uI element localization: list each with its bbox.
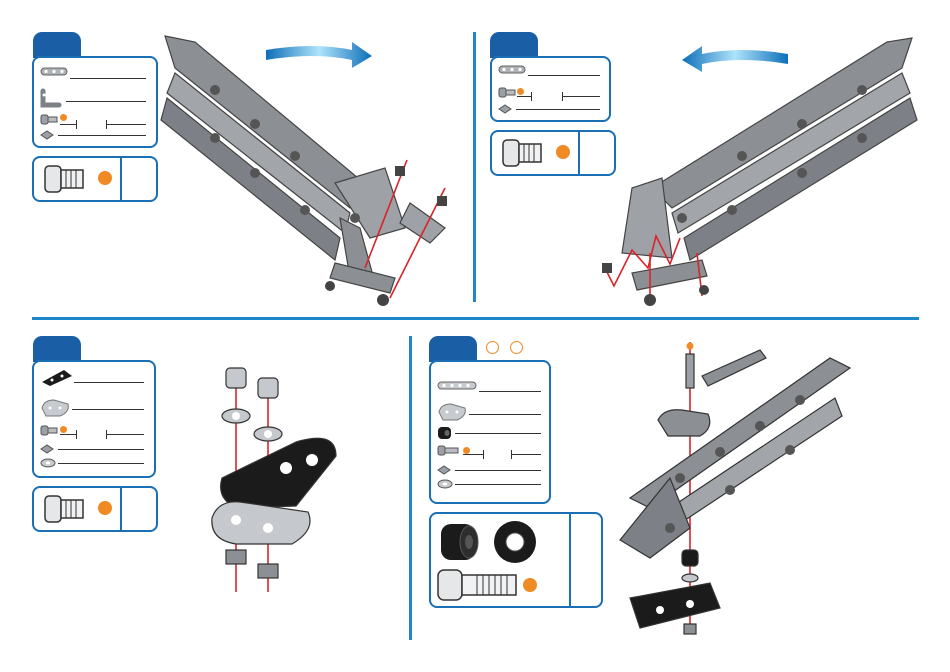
plate-icon xyxy=(437,402,467,422)
washer-icon xyxy=(491,518,539,566)
parts-list-box xyxy=(32,360,156,478)
screw-icon xyxy=(44,494,90,524)
screw-size-dot xyxy=(98,171,112,185)
screw-size-dot xyxy=(98,501,112,515)
nut-icon xyxy=(40,130,54,140)
spacer-icon xyxy=(437,426,453,440)
plate-assembly-illustration xyxy=(196,360,356,600)
vertical-divider-bottom xyxy=(409,336,412,640)
nut-icon xyxy=(437,465,451,475)
vertical-divider-top xyxy=(473,32,476,302)
plate-icon xyxy=(40,398,70,418)
screw-size-dot xyxy=(523,578,537,592)
step-marker-circle xyxy=(510,341,523,354)
horizontal-divider xyxy=(32,317,919,320)
screw-marker-dot xyxy=(463,447,470,454)
arm-assembly-illustration xyxy=(155,28,455,308)
parts-list-box xyxy=(429,360,551,504)
screw-icon xyxy=(498,86,516,100)
screw-marker-dot xyxy=(60,114,67,121)
screw-icon xyxy=(40,113,58,127)
step-tab xyxy=(33,336,81,362)
strip-icon xyxy=(498,64,528,76)
step-tab xyxy=(490,32,538,58)
step-tab xyxy=(33,32,81,58)
strip-icon xyxy=(40,66,70,78)
plate-icon xyxy=(40,368,74,388)
screw-icon xyxy=(502,138,548,168)
tool-box xyxy=(32,156,158,202)
spacer-icon xyxy=(439,520,485,564)
screw-icon xyxy=(40,424,58,438)
screw-marker-dot xyxy=(517,88,524,95)
arm-assembly-illustration xyxy=(592,28,922,308)
bracket-icon xyxy=(40,88,62,108)
tool-box xyxy=(429,512,603,608)
washer-icon xyxy=(40,458,56,468)
screw-size-dot xyxy=(556,145,570,159)
screw-icon xyxy=(437,568,523,602)
screw-icon xyxy=(44,164,90,194)
washer-icon xyxy=(437,479,453,489)
step-tab xyxy=(429,336,477,362)
strip-icon xyxy=(437,380,479,392)
screw-icon xyxy=(437,444,459,458)
nut-icon xyxy=(498,104,512,114)
arm-mount-illustration xyxy=(610,328,870,638)
tool-box xyxy=(32,486,158,532)
nut-icon xyxy=(40,444,54,454)
screw-marker-dot xyxy=(60,426,67,433)
parts-list-box xyxy=(32,56,158,148)
step-marker-circle xyxy=(486,341,499,354)
